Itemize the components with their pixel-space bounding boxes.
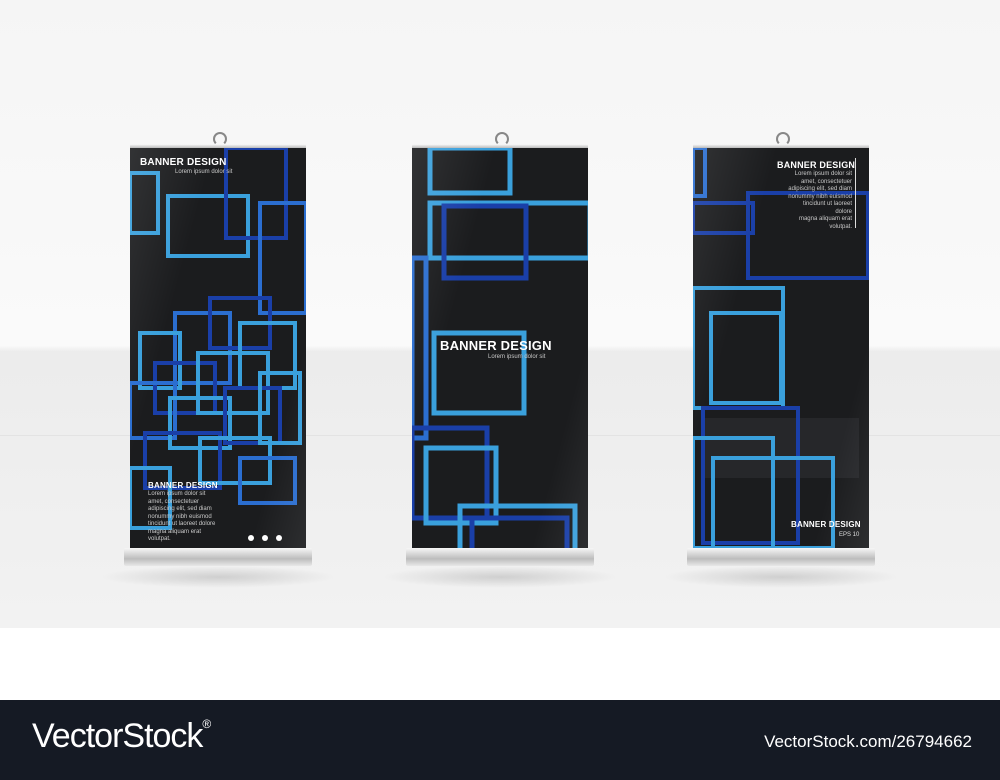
hanger-hook-icon bbox=[213, 132, 227, 146]
top-rail bbox=[693, 144, 869, 150]
banner-2: BANNER DESIGN Lorem ipsum dolor sit bbox=[412, 148, 588, 548]
banner-title: BANNER DESIGN bbox=[140, 157, 227, 168]
top-rail bbox=[130, 144, 306, 150]
banner-title: BANNER DESIGN bbox=[440, 338, 552, 353]
title-divider bbox=[855, 158, 856, 228]
base-shadow bbox=[663, 566, 899, 588]
banner-subtitle: Lorem ipsum dolor sit bbox=[175, 169, 233, 175]
square-pattern bbox=[412, 148, 588, 548]
banner-subtitle: Lorem ipsum dolor sit bbox=[488, 354, 546, 360]
banner-lower-title: BANNER DESIGN bbox=[148, 481, 218, 490]
rollup-stand-2: BANNER DESIGN Lorem ipsum dolor sit bbox=[382, 132, 618, 608]
dot-icon bbox=[262, 535, 268, 541]
stand-base bbox=[124, 548, 312, 566]
stand-base bbox=[687, 548, 875, 566]
banner-1: BANNER DESIGN Lorem ipsum dolor sit BANN… bbox=[130, 148, 306, 548]
square-pattern bbox=[130, 148, 306, 530]
brand-logo: VectorStock® bbox=[32, 717, 211, 755]
banner-lower-title: BANNER DESIGN bbox=[791, 520, 861, 529]
base-shadow bbox=[100, 566, 336, 588]
banner-title: BANNER DESIGN bbox=[777, 160, 856, 170]
top-rail bbox=[412, 144, 588, 150]
rollup-stand-1: BANNER DESIGN Lorem ipsum dolor sit BANN… bbox=[100, 132, 336, 608]
hanger-hook-icon bbox=[495, 132, 509, 146]
dot-icon bbox=[276, 535, 282, 541]
page-dots bbox=[248, 528, 290, 546]
image-credit: VectorStock.com/26794662 bbox=[764, 732, 972, 751]
eps-label: EPS 10 bbox=[839, 532, 860, 538]
dot-icon bbox=[248, 535, 254, 541]
square-pattern bbox=[693, 148, 869, 548]
stand-base bbox=[406, 548, 594, 566]
watermark-footer: VectorStock® VectorStock.com/26794662 bbox=[0, 700, 1000, 780]
base-shadow bbox=[382, 566, 618, 588]
hanger-hook-icon bbox=[776, 132, 790, 146]
